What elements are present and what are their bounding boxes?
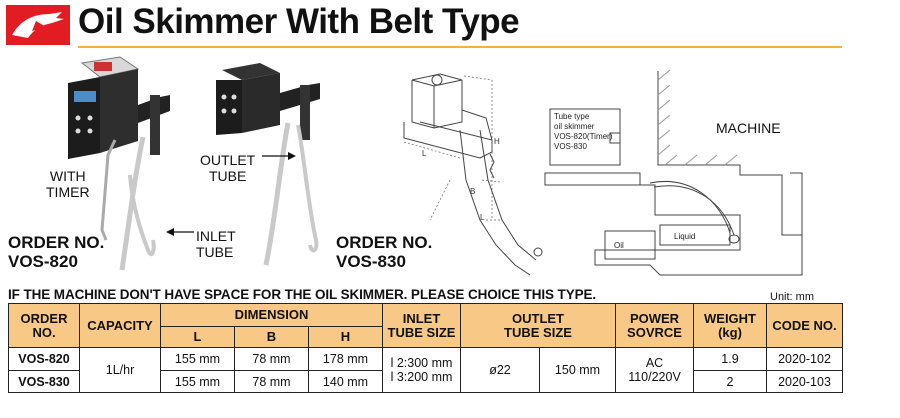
header-weight: WEIGHT(kg) xyxy=(693,303,767,348)
weight-cell: 2 xyxy=(693,370,767,393)
l-cell: 155 mm xyxy=(160,347,235,371)
page-title: Oil Skimmer With Belt Type xyxy=(78,2,520,41)
order-vos-820: ORDER NO. VOS-820 xyxy=(8,233,105,271)
svg-text:Liquid: Liquid xyxy=(674,232,695,241)
b-cell: 78 mm xyxy=(234,370,309,393)
svg-text:B: B xyxy=(470,187,475,196)
outlet-len-cell: 150 mm xyxy=(539,347,616,393)
header-b: B xyxy=(234,326,309,348)
h-cell: 140 mm xyxy=(308,370,383,393)
table-row: VOS-830 155 mm 78 mm 140 mm 2 2020-103 xyxy=(8,370,843,393)
b-cell: 78 mm xyxy=(234,347,309,371)
order-cell: VOS-830 xyxy=(8,370,80,393)
svg-text:H: H xyxy=(494,137,500,146)
usage-note: IF THE MACHINE DON'T HAVE SPACE FOR THE … xyxy=(8,287,597,302)
capacity-cell: 1L/hr xyxy=(79,347,161,393)
svg-text:L: L xyxy=(422,149,427,158)
table-row: VOS-820 1L/hr 155 mm 78 mm 178 mm l 2:30… xyxy=(8,347,843,393)
svg-text:VOS-830: VOS-830 xyxy=(554,142,587,151)
outlet-arrow-icon xyxy=(262,152,296,160)
order-cell: VOS-820 xyxy=(8,347,80,371)
unit-label: Unit: mm xyxy=(770,291,814,303)
code-cell: 2020-102 xyxy=(766,347,843,371)
vos-830-product-image xyxy=(216,63,320,266)
h-cell: 178 mm xyxy=(308,347,383,371)
svg-text:Tube type: Tube type xyxy=(554,112,590,121)
weight-cell: 1.9 xyxy=(693,347,767,371)
eagle-logo-icon xyxy=(12,12,64,38)
l-cell: 155 mm xyxy=(160,370,235,393)
order-vos-830: ORDER NO. VOS-830 xyxy=(336,233,433,271)
header-dimension: DIMENSION xyxy=(160,303,383,327)
code-cell: 2020-103 xyxy=(766,370,843,393)
outlet-tube-label: OUTLET TUBE xyxy=(200,152,256,184)
dimension-drawing: H L B L xyxy=(403,73,543,276)
with-timer-label: WITH TIMER xyxy=(46,168,90,200)
svg-text:Oil: Oil xyxy=(614,241,624,250)
inlet-tube-label: INLET TUBE xyxy=(196,228,236,260)
svg-text:MACHINE: MACHINE xyxy=(716,120,781,136)
svg-text:VOS-820(Timer): VOS-820(Timer) xyxy=(554,132,613,141)
brand-logo xyxy=(6,5,70,45)
title-divider xyxy=(78,46,842,48)
timer-knob-icon xyxy=(94,62,112,71)
header-l: L xyxy=(160,326,235,348)
header-code-no: CODE NO. xyxy=(766,303,843,348)
header-h: H xyxy=(308,326,383,348)
svg-text:L: L xyxy=(480,213,485,222)
vos-820-product-image xyxy=(68,56,170,271)
outlet-dia-cell: ø22 xyxy=(460,347,540,393)
header-capacity: CAPACITY xyxy=(79,303,161,348)
installation-diagram: Tube type oil skimmer VOS-820(Timer) VOS… xyxy=(544,69,803,276)
inlet-arrow-icon xyxy=(166,228,194,236)
svg-text:oil skimmer: oil skimmer xyxy=(554,122,595,131)
